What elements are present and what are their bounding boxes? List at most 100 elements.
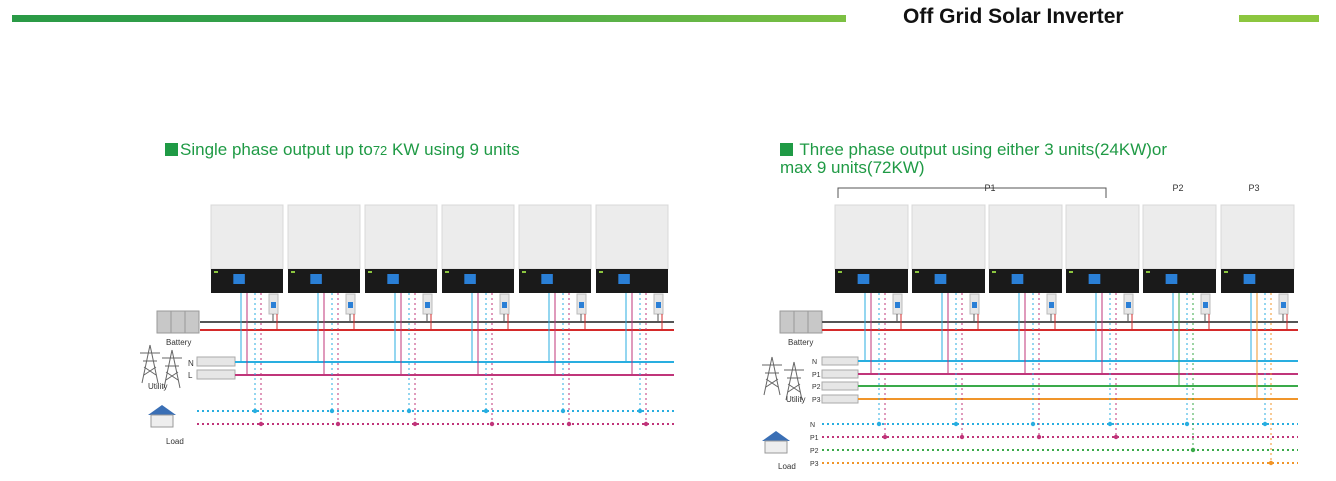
utility-tower-icon: [140, 344, 160, 384]
dc-breaker: [892, 293, 903, 315]
junction-dot: [1262, 421, 1268, 427]
breaker-switch: [1049, 302, 1054, 308]
inverter-body: [988, 204, 1063, 270]
header-accent-bar: [12, 15, 846, 22]
bullet-square-icon: [780, 143, 793, 156]
phase-p1-bracket: [837, 187, 1107, 198]
junction-dot: [566, 421, 572, 427]
breaker-switch: [972, 302, 977, 308]
utility-breaker: [821, 394, 859, 404]
inverter-body: [911, 204, 986, 270]
inverter-display: [934, 274, 947, 284]
junction-dot: [560, 408, 566, 414]
inverter-display: [464, 274, 476, 284]
junction-dot: [1030, 421, 1036, 427]
battery-bank: [779, 310, 823, 334]
inverter-body: [1220, 204, 1295, 270]
inverter-unit: [441, 204, 515, 293]
inverter-panel: [596, 269, 668, 293]
inverter-led: [522, 271, 526, 273]
dc-breaker: [268, 293, 279, 315]
load-label: Load: [166, 437, 184, 446]
inverter-led: [915, 271, 919, 273]
inverter-panel: [989, 269, 1062, 293]
junction-dot: [335, 421, 341, 427]
breaker-switch: [348, 302, 353, 308]
inverter-display: [233, 274, 245, 284]
utility-tower-icon: [762, 356, 782, 396]
breaker-switch: [1126, 302, 1131, 308]
bullet-square-icon: [165, 143, 178, 156]
inverter-display: [618, 274, 630, 284]
junction-dot: [637, 408, 643, 414]
inverter-led: [368, 271, 372, 273]
inverter-body: [1142, 204, 1217, 270]
load-line-label: P1: [810, 435, 819, 442]
inverter-unit: [1142, 204, 1217, 293]
caption-text: Single phase output up to: [180, 140, 373, 159]
inverter-display: [1088, 274, 1101, 284]
inverter-body: [1065, 204, 1140, 270]
inverter-body: [364, 204, 438, 270]
utility-breaker: [196, 356, 236, 367]
inverter-led: [1146, 271, 1150, 273]
breaker-switch: [502, 302, 507, 308]
junction-dot: [1036, 434, 1042, 440]
load-line-label: N: [810, 422, 815, 429]
inverter-display: [541, 274, 553, 284]
inverter-display: [310, 274, 322, 284]
page-title: Off Grid Solar Inverter: [903, 5, 1124, 28]
battery-body: [779, 310, 823, 334]
dc-breaker: [1046, 293, 1057, 315]
battery-label: Battery: [788, 338, 813, 347]
dc-breaker: [1123, 293, 1134, 315]
breaker-switch: [579, 302, 584, 308]
caption-line-1: Three phase output using either 3 units(…: [799, 140, 1168, 159]
inverter-body: [210, 204, 284, 270]
breaker-switch: [1203, 302, 1208, 308]
battery-body: [156, 310, 200, 334]
left-diagram-caption: Single phase output up to72 KW using 9 u…: [165, 141, 520, 160]
caption-line-2: max 9 units(72KW): [780, 158, 925, 177]
inverter-panel: [1143, 269, 1216, 293]
utility-line-label: P2: [812, 384, 821, 391]
junction-dot: [882, 434, 888, 440]
inverter-display: [1011, 274, 1024, 284]
caption-number: 72: [372, 143, 388, 158]
junction-dot: [329, 408, 335, 414]
junction-dot: [643, 421, 649, 427]
phase-label-p1: P1: [984, 183, 995, 193]
line-label-n: N: [188, 359, 194, 368]
inverter-body: [834, 204, 909, 270]
tower-shape: [140, 344, 160, 384]
caption-text-end: KW using 9 units: [387, 140, 520, 159]
tower-shape: [762, 356, 782, 396]
inverter-unit: [834, 204, 909, 293]
dc-breaker: [422, 293, 433, 315]
junction-dot: [959, 434, 965, 440]
junction-dot: [406, 408, 412, 414]
house-roof-solar: [762, 431, 790, 441]
dc-breaker: [969, 293, 980, 315]
junction-dot: [252, 408, 258, 414]
inverter-panel: [1066, 269, 1139, 293]
inverter-unit: [287, 204, 361, 293]
header-accent-bar-right: [1239, 15, 1319, 22]
utility-breaker: [821, 381, 859, 391]
inverter-display: [1165, 274, 1178, 284]
junction-dot: [412, 421, 418, 427]
utility-label: Utility: [148, 382, 168, 391]
junction-dot: [489, 421, 495, 427]
load-label: Load: [778, 462, 796, 471]
junction-dot: [483, 408, 489, 414]
tower-shape: [784, 361, 804, 401]
breaker-switch: [895, 302, 900, 308]
inverter-body: [441, 204, 515, 270]
inverter-led: [214, 271, 218, 273]
load-house-icon: [148, 405, 176, 428]
utility-line-label: P3: [812, 397, 821, 404]
house-roof-solar: [148, 405, 176, 415]
house-wall: [764, 440, 788, 454]
inverter-panel: [288, 269, 360, 293]
phase-label-p2: P2: [1172, 183, 1183, 193]
